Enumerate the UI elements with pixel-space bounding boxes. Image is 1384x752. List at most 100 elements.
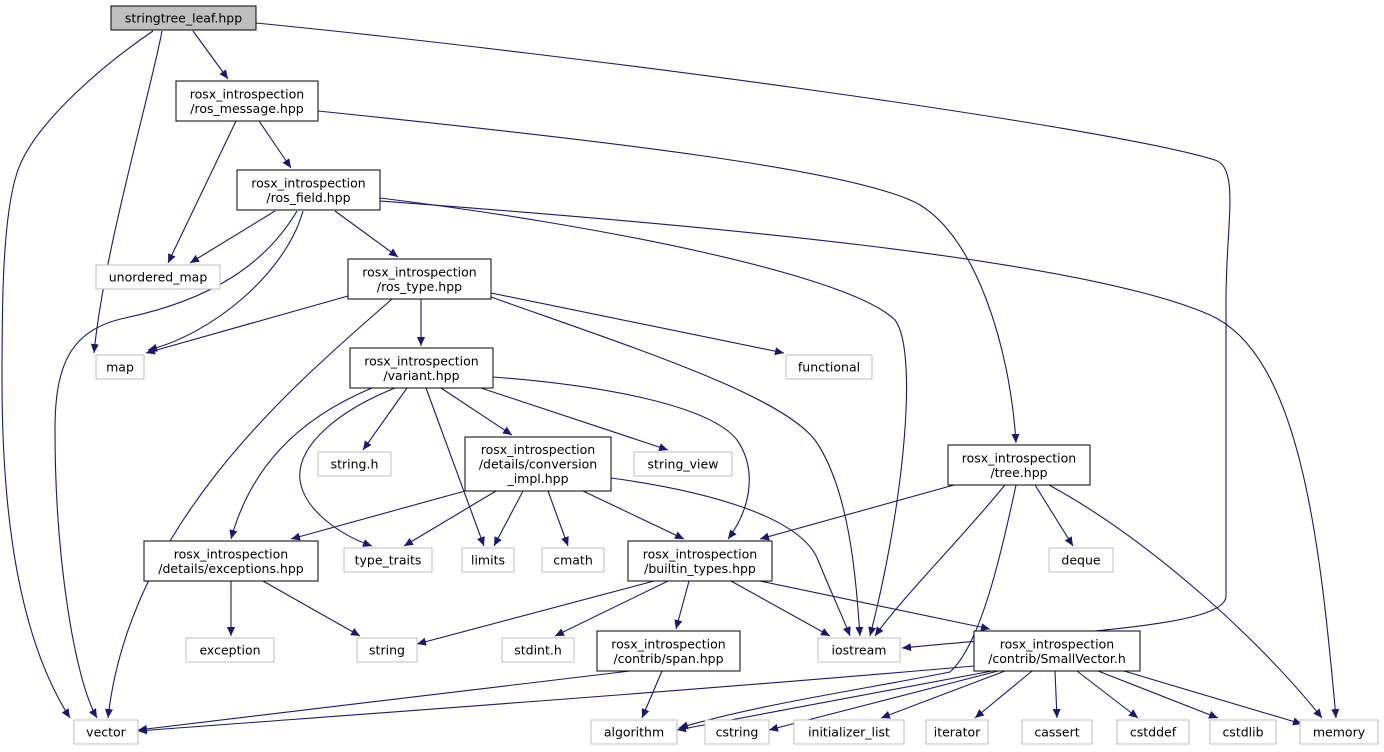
node-label: unordered_map <box>109 270 208 285</box>
edge-builtin-to-string <box>416 580 655 646</box>
node-label: string_view <box>648 457 719 472</box>
node-box <box>973 630 1141 672</box>
node-box <box>95 354 145 380</box>
node-box <box>236 169 381 211</box>
node-deque: deque <box>1048 547 1114 573</box>
node-label: iterator <box>934 725 981 740</box>
edge-rosfield-to-vector <box>54 210 298 719</box>
edge-tree-to-builtin <box>759 484 955 541</box>
edge-rostype-to-vector <box>104 298 393 719</box>
node-label: functional <box>798 360 860 375</box>
edge-rosmsg-to-umap <box>167 120 237 264</box>
node-stdinth: stdint.h <box>501 637 575 663</box>
node-label: rosx_introspection <box>481 442 595 457</box>
node-rostype[interactable]: rosx_introspection/ros_type.hpp <box>347 258 492 300</box>
node-label: /ros_message.hpp <box>190 101 303 116</box>
node-rosmsg[interactable]: rosx_introspection/ros_message.hpp <box>175 80 319 122</box>
node-label: rosx_introspection <box>174 546 288 561</box>
node-vector: vector <box>73 719 139 745</box>
node-cstdlib: cstdlib <box>1209 719 1277 745</box>
edge-variant-to-exc <box>229 387 373 540</box>
node-label: limits <box>471 553 505 568</box>
node-iostream: iostream <box>817 637 901 663</box>
node-label: rosx_introspection <box>611 636 725 651</box>
edge-variant-to-typetraits <box>299 387 396 547</box>
node-box <box>347 258 492 300</box>
node-label: rosx_introspection <box>251 175 365 190</box>
edge-variant-to-stringview <box>480 387 669 452</box>
node-box <box>785 354 873 380</box>
node-label: cstddef <box>1130 725 1177 740</box>
edge-conv-to-typetraits <box>403 490 497 547</box>
edge-rostype-to-functional <box>490 292 785 356</box>
node-functional: functional <box>785 354 873 380</box>
node-label: memory <box>1313 725 1366 740</box>
node-string: string <box>356 637 418 663</box>
node-cassert: cassert <box>1021 719 1093 745</box>
node-label: string <box>369 643 405 658</box>
node-label: /variant.hpp <box>383 368 459 383</box>
node-rosfield[interactable]: rosx_introspection/ros_field.hpp <box>236 169 381 211</box>
edge-span-to-vector <box>137 670 631 733</box>
node-box <box>541 547 605 573</box>
edge-conv-to-builtin <box>582 490 685 540</box>
edge-smallvec-to-cstdlib <box>1097 670 1219 719</box>
edge-smallvec-to-cassert <box>1052 670 1061 719</box>
edge-rosfield-to-umap <box>189 210 276 264</box>
node-box <box>343 547 433 573</box>
node-label: type_traits <box>355 553 422 568</box>
node-smallvec[interactable]: rosx_introspection/contrib/SmallVector.h <box>973 630 1141 672</box>
node-box <box>501 637 575 663</box>
node-label: rosx_introspection <box>643 546 757 561</box>
node-label: rosx_introspection <box>1000 636 1114 651</box>
edge-conv-to-iostream <box>610 477 851 637</box>
node-box <box>627 540 773 582</box>
node-label: map <box>106 360 134 375</box>
edge-builtin-to-smallvec <box>759 580 991 632</box>
edge-tree-to-memory <box>1048 484 1323 719</box>
edge-builtin-to-stdinth <box>554 580 669 637</box>
edge-variant-to-conv <box>440 387 513 436</box>
node-conv[interactable]: rosx_introspection/details/conversion_im… <box>464 436 612 492</box>
node-box <box>793 719 905 745</box>
edge-smallvec-to-vector <box>137 665 975 735</box>
edge-conv-to-cmath <box>547 490 569 547</box>
node-label: _impl.hpp <box>506 471 568 486</box>
node-box <box>143 540 319 582</box>
node-exception: exception <box>185 637 275 663</box>
edge-exc-to-string <box>262 580 361 637</box>
node-label: vector <box>86 725 127 740</box>
node-box <box>1116 719 1190 745</box>
node-exc[interactable]: rosx_introspection/details/exceptions.hp… <box>143 540 319 582</box>
edge-rosmsg-to-tree <box>317 110 1020 444</box>
edge-builtin-to-span <box>674 580 690 630</box>
node-box <box>95 264 221 290</box>
node-label: /ros_type.hpp <box>377 279 462 294</box>
node-box <box>461 547 515 573</box>
edge-variant-to-limits <box>425 387 485 547</box>
node-label: /builtin_types.hpp <box>644 561 756 576</box>
edge-rosfield-to-iostream <box>379 197 908 637</box>
node-box <box>633 451 733 477</box>
node-label: algorithm <box>604 725 664 740</box>
node-label: /ros_field.hpp <box>266 190 350 205</box>
node-cstddef: cstddef <box>1116 719 1190 745</box>
node-typetraits: type_traits <box>343 547 433 573</box>
edge-smallvec-to-initlist <box>880 670 1006 719</box>
node-variant[interactable]: rosx_introspection/variant.hpp <box>349 347 494 389</box>
node-root[interactable]: stringtree_leaf.hpp <box>110 5 257 31</box>
node-tree[interactable]: rosx_introspection/tree.hpp <box>947 444 1091 486</box>
node-label: /contrib/span.hpp <box>613 651 723 666</box>
edge-rostype-to-iostream <box>490 296 864 637</box>
node-stringview: string_view <box>633 451 733 477</box>
node-label: cmath <box>553 553 593 568</box>
node-builtin[interactable]: rosx_introspection/builtin_types.hpp <box>627 540 773 582</box>
node-initlist: initializer_list <box>793 719 905 745</box>
node-label: stringtree_leaf.hpp <box>125 11 242 26</box>
node-span[interactable]: rosx_introspection/contrib/span.hpp <box>596 630 741 672</box>
node-label: /details/exceptions.hpp <box>158 561 304 576</box>
node-map: map <box>95 354 145 380</box>
edge-smallvec-to-cstddef <box>1076 670 1139 719</box>
edge-tree-to-iostream <box>874 484 1006 637</box>
